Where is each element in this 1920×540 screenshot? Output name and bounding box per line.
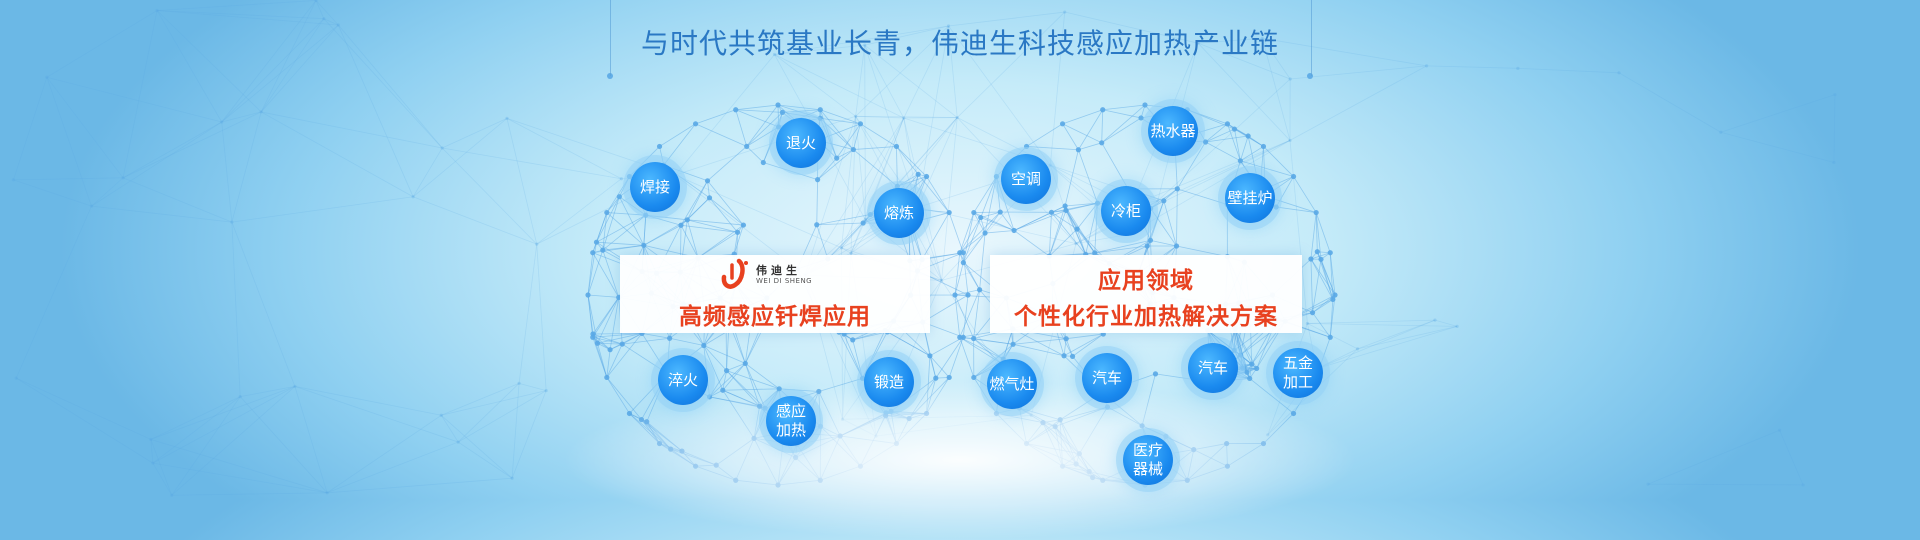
node-induction-heating[interactable]: 感应 加热 (766, 396, 816, 446)
node-medical-equipment[interactable]: 医疗 器械 (1123, 435, 1173, 485)
node-hardware-processing[interactable]: 五金 加工 (1273, 348, 1323, 398)
application-panel: 应用领域 个性化行业加热解决方案 (990, 255, 1302, 333)
logo-english: WEI DI SHENG (756, 277, 812, 286)
node-automobile-2[interactable]: 汽车 (1188, 343, 1238, 393)
brazing-panel: 伟迪生 WEI DI SHENG 高频感应钎焊应用 (620, 255, 930, 333)
node-welding[interactable]: 焊接 (630, 162, 680, 212)
application-title: 应用领域 (990, 261, 1302, 295)
node-forging[interactable]: 锻造 (864, 357, 914, 407)
weidisheng-logo-icon (718, 258, 752, 292)
node-smelting[interactable]: 熔炼 (874, 188, 924, 238)
brazing-title: 高频感应钎焊应用 (620, 297, 930, 331)
node-annealing[interactable]: 退火 (776, 118, 826, 168)
node-water-heater[interactable]: 热水器 (1148, 106, 1198, 156)
logo-chinese: 伟迪生 (756, 264, 812, 277)
node-quenching[interactable]: 淬火 (658, 355, 708, 405)
application-subtitle: 个性化行业加热解决方案 (990, 297, 1302, 331)
node-freezer[interactable]: 冷柜 (1101, 186, 1151, 236)
company-logo: 伟迪生 WEI DI SHENG (718, 257, 812, 293)
node-wall-boiler[interactable]: 壁挂炉 (1225, 173, 1275, 223)
node-air-conditioner[interactable]: 空调 (1001, 154, 1051, 204)
node-automobile-1[interactable]: 汽车 (1082, 353, 1132, 403)
node-layer: 退火 焊接 熔炼 淬火 锻造 感应 加热 热水器 空调 冷柜 壁挂炉 燃气灶 汽… (0, 0, 1920, 500)
node-gas-stove[interactable]: 燃气灶 (987, 359, 1037, 409)
